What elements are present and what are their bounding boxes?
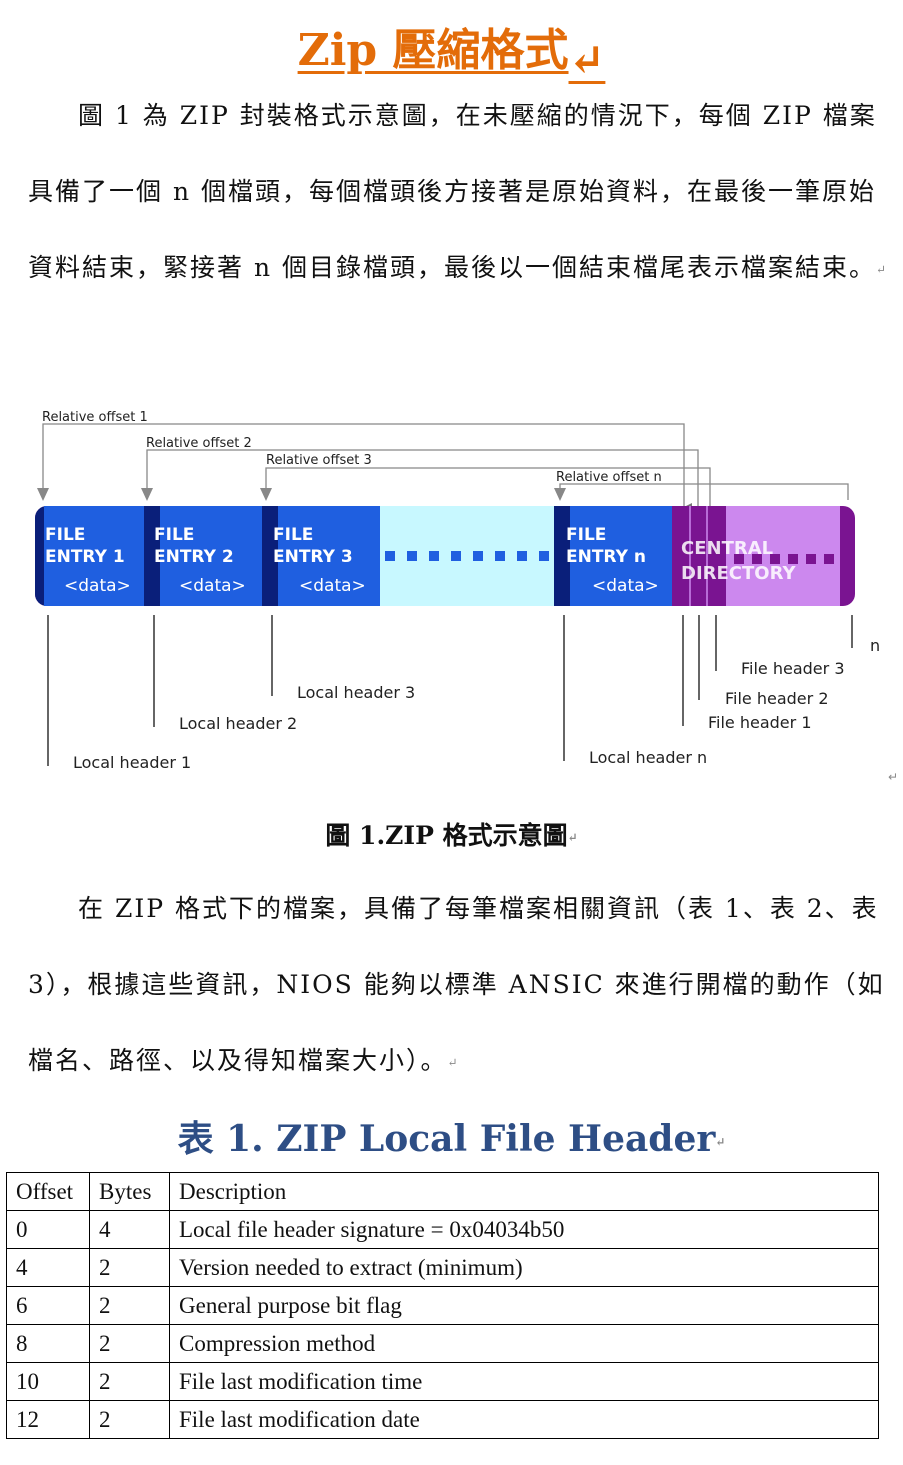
local-header-1-label: Local header 1 — [73, 753, 191, 772]
file-header-2-label: File header 2 — [725, 689, 829, 708]
end-n-label: n — [870, 636, 880, 655]
entry-2-data: <data> — [179, 576, 246, 596]
svg-text:↵: ↵ — [888, 770, 898, 784]
cell-description: File last modification date — [169, 1400, 879, 1439]
cell-description: Compression method — [169, 1324, 879, 1363]
local-header-3-label: Local header 3 — [297, 683, 415, 702]
table-row: 12 2 File last modification date — [6, 1400, 879, 1439]
entry-n-data: <data> — [592, 576, 659, 596]
file-entry-n — [570, 506, 672, 606]
table-row: 4 2 Version needed to extract (minimum) — [6, 1248, 879, 1287]
central-dots — [734, 554, 834, 564]
header-lines — [47, 615, 853, 766]
entry-1-label-line1: FILE — [45, 525, 85, 545]
intro-paragraph: 圖 1 為 ZIP 封裝格式示意圖，在未壓縮的情況下，每個 ZIP 檔案具備了一… — [28, 101, 889, 282]
entry-2-label-line1: FILE — [154, 525, 194, 545]
table-title: 表 1. ZIP Local File Header↵ — [177, 1118, 726, 1160]
cell-bytes: 2 — [89, 1324, 170, 1363]
zip-bar — [35, 506, 855, 606]
cell-description: General purpose bit flag — [169, 1286, 879, 1325]
entry-3-label-line1: FILE — [273, 525, 313, 545]
document-title: Zip 壓縮格式↵ — [297, 25, 606, 86]
offset-label-2: Relative offset 2 — [146, 436, 252, 451]
info-paragraph-text: 在 ZIP 格式下的檔案，具備了每筆檔案相關資訊（表 1、表 2、表 3），根據… — [28, 894, 885, 1075]
cell-description: File last modification time — [169, 1362, 879, 1401]
entry-n-label-line2: ENTRY n — [566, 547, 646, 567]
file-entry-1 — [44, 506, 144, 606]
cell-offset: 6 — [6, 1286, 90, 1325]
cell-bytes: 2 — [89, 1400, 170, 1439]
file-entry-3 — [278, 506, 380, 606]
header-bytes: Bytes — [89, 1172, 170, 1211]
table-title-text: 表 1. ZIP Local File Header — [177, 1118, 716, 1160]
cell-offset: 8 — [6, 1324, 90, 1363]
cell-description: Version needed to extract (minimum) — [169, 1248, 879, 1287]
cell-offset: 12 — [6, 1400, 90, 1439]
file-header-3-label: File header 3 — [741, 659, 845, 678]
entry-3-data: <data> — [299, 576, 366, 596]
cell-bytes: 4 — [89, 1210, 170, 1249]
cell-description: Local file header signature = 0x04034b50 — [169, 1210, 879, 1249]
cell-offset: 10 — [6, 1362, 90, 1401]
table-row: 0 4 Local file header signature = 0x0403… — [6, 1210, 879, 1249]
header-description: Description — [169, 1172, 879, 1211]
local-file-header-table: Offset Bytes Description 0 4 Local file … — [6, 1172, 879, 1439]
cell-offset: 0 — [6, 1210, 90, 1249]
table-row: 10 2 File last modification time — [6, 1362, 879, 1401]
offset-label-n: Relative offset n — [556, 470, 662, 485]
table-header-row: Offset Bytes Description — [6, 1172, 879, 1211]
local-header-n-label: Local header n — [589, 748, 707, 767]
entry-n-label-line1: FILE — [566, 525, 606, 545]
entry-3-label-line2: ENTRY 3 — [273, 547, 353, 567]
central-directory-headers — [672, 506, 726, 606]
title-text: Zip 壓縮格式 — [297, 25, 569, 76]
entries-gap — [380, 506, 554, 606]
header-offset: Offset — [6, 1172, 90, 1211]
figure-caption-text: 圖 1.ZIP 格式示意圖 — [325, 821, 568, 850]
table-row: 8 2 Compression method — [6, 1324, 879, 1363]
entry-1-data: <data> — [64, 576, 131, 596]
cell-bytes: 2 — [89, 1248, 170, 1287]
table-row: 6 2 General purpose bit flag — [6, 1286, 879, 1325]
figure-caption: 圖 1.ZIP 格式示意圖↵ — [325, 821, 578, 850]
info-paragraph: 在 ZIP 格式下的檔案，具備了每筆檔案相關資訊（表 1、表 2、表 3），根據… — [28, 894, 885, 1075]
gap-dots — [385, 551, 549, 561]
offset-label-3: Relative offset 3 — [266, 453, 372, 468]
entry-2-label-line2: ENTRY 2 — [154, 547, 234, 567]
offset-label-1: Relative offset 1 — [42, 410, 148, 425]
intro-paragraph-text: 圖 1 為 ZIP 封裝格式示意圖，在未壓縮的情況下，每個 ZIP 檔案具備了一… — [28, 101, 877, 282]
cell-offset: 4 — [6, 1248, 90, 1287]
file-header-1-label: File header 1 — [708, 713, 812, 732]
cell-bytes: 2 — [89, 1362, 170, 1401]
entry-1-label-line2: ENTRY 1 — [45, 547, 125, 567]
central-directory-body — [726, 506, 840, 606]
cell-bytes: 2 — [89, 1286, 170, 1325]
local-header-2-label: Local header 2 — [179, 714, 297, 733]
central-directory-line1: CENTRAL — [681, 538, 773, 559]
zip-format-diagram: Relative offset 1 Relative offset 2 Rela… — [35, 410, 898, 784]
file-entry-2 — [160, 506, 262, 606]
central-directory-line2: DIRECTORY — [681, 563, 796, 584]
